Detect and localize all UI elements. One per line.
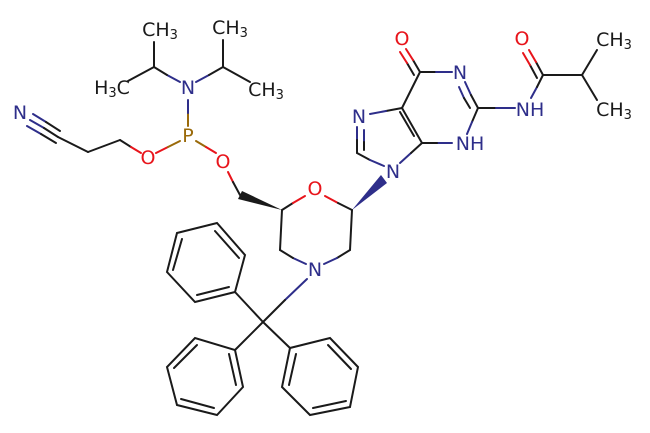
wedge-bond — [238, 191, 282, 210]
phenyl-ring-top — [165, 221, 247, 304]
morpholine-oxygen-label: O — [308, 178, 323, 200]
ester-oxygen-label: O — [141, 147, 156, 169]
purine-n9-label: N — [386, 161, 400, 183]
purine-n7-label: N — [352, 106, 366, 128]
amide-nh-label: NH — [516, 99, 545, 121]
nitrile-triple-bond — [26, 113, 61, 144]
nitrile-nitrogen-label: N — [13, 102, 27, 124]
phenyl-ring-bottom-left — [165, 336, 245, 417]
methyl-label: CH3 — [596, 29, 632, 53]
purine-n1-label: N — [453, 62, 467, 84]
methyl-label: CH3 — [212, 17, 248, 41]
amide-oxygen-label: O — [515, 28, 530, 50]
carbonyl-oxygen-label: O — [395, 28, 410, 50]
phosphorus-label: P — [182, 125, 193, 147]
methyl-label: CH3 — [596, 99, 632, 123]
phenyl-ring-bottom-right — [280, 336, 360, 417]
atom-labels: N O P N O CH3 H3C CH3 CH3 O N O N NH N N… — [13, 17, 632, 281]
morpholine-nitrogen-label: N — [308, 259, 322, 281]
diisopropylamine-nitrogen-label: N — [181, 77, 195, 99]
methyl-label: H3C — [94, 77, 130, 101]
methyl-label: CH3 — [248, 79, 284, 103]
methyl-label: CH3 — [142, 19, 178, 43]
ester-oxygen-label: O — [216, 151, 231, 173]
bonds — [26, 39, 598, 417]
wedge-bond — [352, 175, 387, 210]
purine-n3h-label: NH — [456, 133, 485, 155]
